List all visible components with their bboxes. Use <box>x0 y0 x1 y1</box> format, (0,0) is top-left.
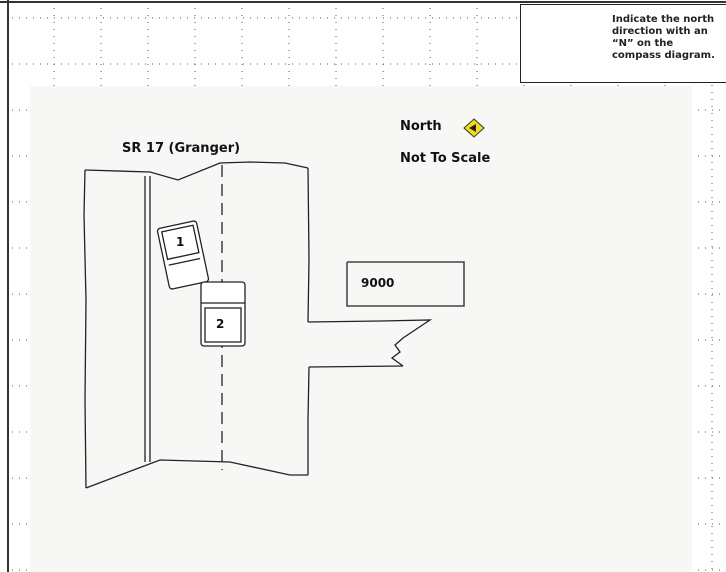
vehicle-1[interactable] <box>156 220 210 290</box>
vehicle-1-label: 1 <box>176 235 185 249</box>
vehicle-2[interactable] <box>200 281 246 347</box>
compass-instructions: Indicate the north direction with an “N”… <box>612 14 715 61</box>
road-east-edge <box>307 167 310 323</box>
scale-label: Not To Scale <box>400 151 491 166</box>
driveway-bottom-edge <box>308 365 404 368</box>
road-name-label: SR 17 (Granger) <box>122 141 241 156</box>
road-west-edge <box>83 169 87 489</box>
compass-hint-box <box>520 4 726 83</box>
vehicle-2-label: 2 <box>216 317 225 331</box>
north-label: North <box>400 119 442 134</box>
address-number: 9000 <box>361 276 395 290</box>
drawing-canvas[interactable] <box>30 86 692 572</box>
road-bottom-edge <box>85 459 308 489</box>
north-arrow-icon <box>463 118 485 138</box>
address-box <box>346 261 465 307</box>
road-top-edge <box>84 161 309 181</box>
driveway-top-edge <box>307 319 433 367</box>
road-east-edge-lower <box>307 366 310 475</box>
